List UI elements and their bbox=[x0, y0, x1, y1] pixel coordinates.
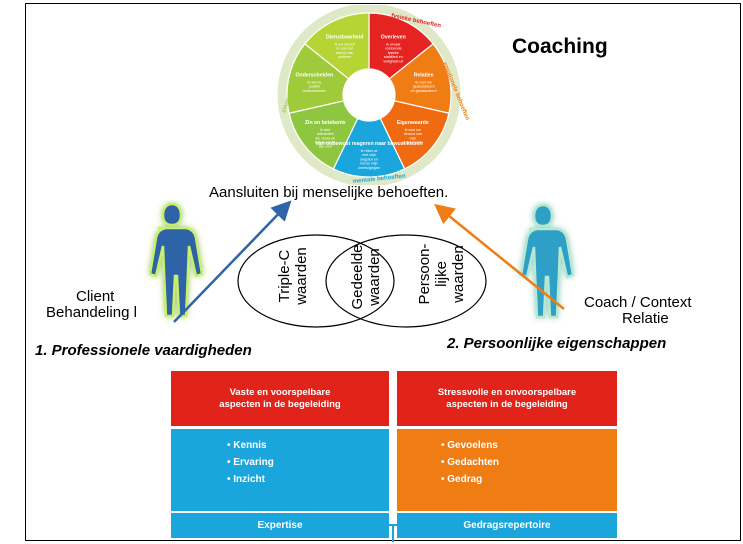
venn-middle-line2: waarden bbox=[366, 248, 383, 306]
needs-subtitle: Aansluiten bij menselijke behoeften. bbox=[209, 184, 449, 201]
wheel-segments bbox=[277, 5, 461, 185]
left-item-knowledge: • Kennis bbox=[227, 440, 267, 451]
client-label: Client bbox=[76, 288, 115, 305]
wheel-segment-title-2: Eigenwaarde bbox=[397, 120, 429, 126]
coach-label: Coach / Context bbox=[584, 294, 692, 311]
right-item-thoughts: • Gedachten bbox=[441, 457, 499, 468]
wheel-center bbox=[343, 69, 395, 121]
ring-label-bottom: mentale behoeften bbox=[353, 173, 407, 185]
client-sublabel: Behandeling l bbox=[46, 304, 137, 321]
coach-sublabel: Relatie bbox=[622, 310, 669, 327]
right-block-footer: Gedragsrepertoire bbox=[397, 513, 617, 538]
needs-wheel: fysieke behoeften emotionele behoeften m… bbox=[277, 5, 469, 185]
left-item-experience: • Ervaring bbox=[227, 457, 274, 468]
venn-left-circle bbox=[237, 234, 395, 328]
right-item-behaviour: • Gedrag bbox=[441, 474, 483, 485]
left-block-header-text: Vaste en voorspelbare aspecten in de beg… bbox=[219, 386, 341, 410]
venn-right-line3: waarden bbox=[450, 245, 467, 303]
heading-personal-traits: 2. Persoonlijke eigenschappen bbox=[447, 335, 667, 352]
wheel-segment-title-3: Van onbewust reageren naar bewust kiezen bbox=[315, 141, 422, 147]
left-block-footer: Expertise bbox=[171, 513, 389, 538]
right-block-header-text: Stressvolle en onvoorspelbare aspecten i… bbox=[437, 386, 577, 410]
wheel-segment-title-5: Onderscheiden bbox=[296, 73, 334, 79]
wheel-segment-title-1: Relaties bbox=[414, 73, 434, 79]
venn-right-line2: lijke bbox=[433, 261, 450, 287]
right-block-body: • Gevoelens • Gedachten • Gedrag bbox=[397, 429, 617, 511]
right-block-footer-text: Gedragsrepertoire bbox=[463, 520, 551, 531]
slide-title: Coaching bbox=[512, 35, 608, 58]
right-item-feelings: • Gevoelens bbox=[441, 440, 498, 451]
wheel-segment-title-6: Dienstbaarheid bbox=[326, 35, 363, 41]
venn-right-line1: Persoon- bbox=[416, 243, 433, 305]
wheel-segment-title-0: Overleven bbox=[381, 35, 406, 41]
wheel-outer-ring bbox=[277, 5, 461, 185]
block-connector bbox=[381, 524, 405, 542]
left-block-body: • Kennis • Ervaring • Inzicht bbox=[171, 429, 389, 511]
left-block-header: Vaste en voorspelbare aspecten in de beg… bbox=[171, 371, 389, 426]
right-block-header: Stressvolle en onvoorspelbare aspecten i… bbox=[397, 371, 617, 426]
venn-diagram bbox=[237, 234, 487, 328]
venn-middle-line1: Gedeelde bbox=[349, 244, 366, 310]
venn-right-circle bbox=[325, 234, 487, 328]
venn-left-line1: Triple-C bbox=[276, 249, 293, 303]
left-block-footer-text: Expertise bbox=[257, 520, 303, 531]
coach-figure bbox=[519, 203, 575, 319]
client-figure bbox=[148, 202, 204, 318]
coach-figure-body bbox=[519, 203, 575, 319]
left-item-insight: • Inzicht bbox=[227, 474, 265, 485]
slide: fysieke behoeften emotionele behoeften m… bbox=[25, 3, 741, 542]
venn-left-line2: waarden bbox=[293, 247, 310, 305]
client-figure-body bbox=[148, 202, 204, 318]
heading-professional-skills: 1. Professionele vaardigheden bbox=[35, 342, 252, 359]
wheel-segment-title-4: Zin en betekenis bbox=[305, 120, 346, 126]
